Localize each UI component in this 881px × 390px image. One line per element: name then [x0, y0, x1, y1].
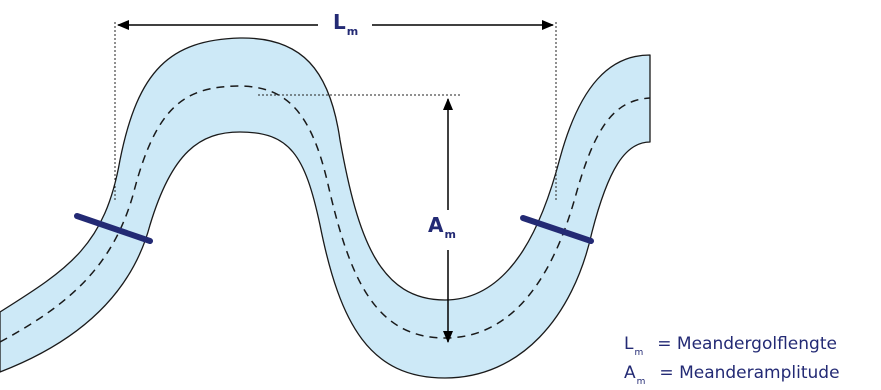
legend-amplitude-symbol: A	[624, 363, 636, 383]
cross-section-left	[74, 213, 153, 244]
amplitude-label-subscript: m	[444, 228, 456, 241]
legend-wavelength-subscript: m	[634, 348, 644, 358]
legend-wavelength-symbol: L	[624, 334, 634, 354]
legend-row-wavelength: Lm = Meandergolflengte	[624, 334, 837, 358]
legend-amplitude-description: = Meanderamplitude	[659, 363, 840, 383]
legend-amplitude-subscript: m	[636, 377, 646, 387]
legend-wavelength-description: = Meandergolflengte	[657, 334, 837, 354]
wavelength-label-symbol: L	[333, 10, 346, 34]
cross-section-right	[520, 215, 594, 244]
amplitude-label: Am	[428, 213, 456, 240]
wavelength-label: Lm	[333, 10, 358, 37]
legend-row-amplitude: Am = Meanderamplitude	[624, 363, 840, 387]
wavelength-label-subscript: m	[346, 25, 359, 38]
amplitude-label-symbol: A	[428, 213, 444, 237]
river-channel	[0, 37, 651, 379]
